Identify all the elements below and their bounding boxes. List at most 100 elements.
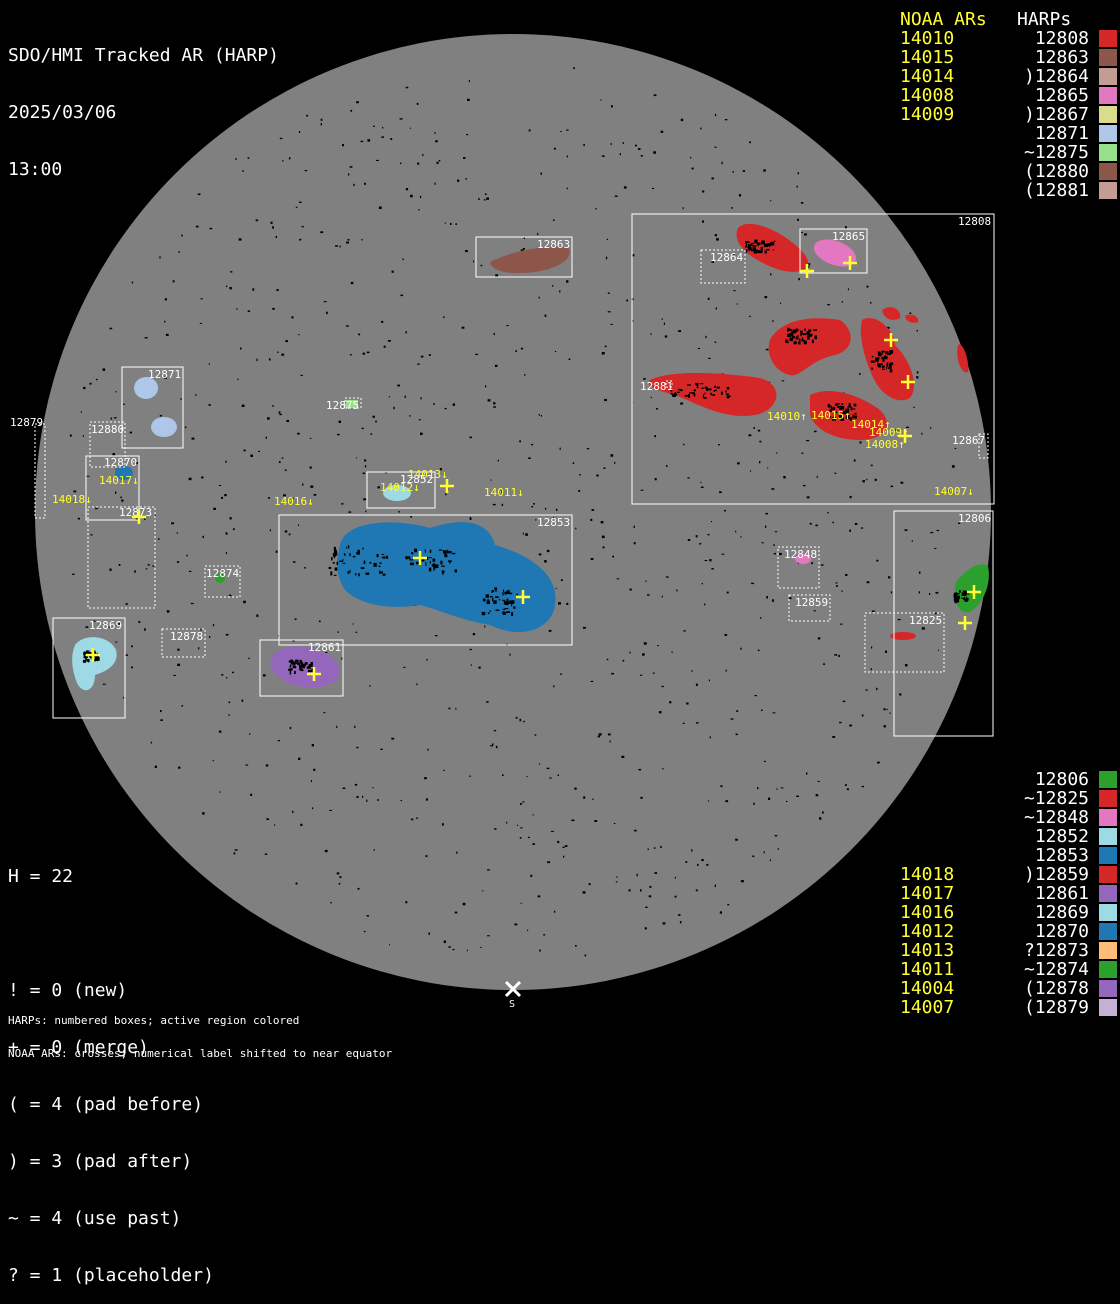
region-12853	[337, 522, 556, 633]
legend-noaa-number: 14004	[900, 978, 955, 999]
legend-color-swatch	[1099, 828, 1117, 845]
legend-harp-number: (12881	[1023, 180, 1089, 201]
harp-label: 12859	[795, 596, 828, 609]
harp-box-12853	[278, 514, 573, 646]
harp-box-12874	[204, 565, 241, 598]
harp-box-12825	[864, 612, 945, 673]
region-12871-a	[134, 377, 158, 399]
noaa-cross-icon	[843, 256, 857, 270]
harp-label: 12878	[170, 630, 203, 643]
legend-color-swatch	[1099, 125, 1117, 142]
noaa-label: 14011↓	[484, 486, 524, 499]
harp-box-12880	[89, 421, 126, 468]
legend-noaa-number: 14014	[900, 66, 955, 87]
noaa-label: 14014↑	[851, 418, 891, 431]
legend-harp-number: (12880	[1023, 161, 1089, 182]
harp-label: 12853	[537, 516, 570, 529]
legend-noaa-number: 14018	[900, 864, 955, 885]
noaa-label: 14015↑	[811, 409, 851, 422]
legend-harp-number: 12869	[1034, 902, 1089, 923]
legend-noaa-number: 14008	[900, 85, 955, 106]
legend-color-swatch	[1099, 809, 1117, 826]
legend-harp-number: 12871	[1034, 123, 1089, 144]
harp-label: 12870	[104, 456, 137, 469]
harp-box-12808	[631, 213, 995, 505]
legend-noaa-number: 14007	[900, 997, 955, 1018]
region-12825	[890, 632, 916, 640]
solar-disk	[35, 34, 991, 990]
legend-harp-number: 12870	[1034, 921, 1089, 942]
legend-harp-number: 12863	[1034, 47, 1089, 68]
legend-color-swatch	[1099, 885, 1117, 902]
legend-harp-number: ~12848	[1023, 807, 1089, 828]
legend-harp-number: 12865	[1034, 85, 1089, 106]
legend-noaa-number: 14010	[900, 28, 955, 49]
legend-harp-number: 12808	[1034, 28, 1089, 49]
noaa-label: 14012↓	[380, 481, 420, 494]
noaa-cross-icon	[516, 590, 530, 604]
harp-box-12859	[788, 594, 831, 622]
south-label: S	[509, 999, 515, 1010]
noaa-cross-icon	[958, 616, 972, 630]
region-12848	[795, 554, 811, 564]
harp-box-12869	[52, 617, 126, 719]
stat-new: ! = 0 (new)	[8, 980, 128, 1001]
harp-label: 12864	[710, 251, 743, 264]
legend-color-swatch	[1099, 923, 1117, 940]
noaa-labels: 14010↑ 14015↑ 14014↑ 14009↑ 14008↑ 14007…	[52, 409, 974, 508]
legend-harp-number: ~12825	[1023, 788, 1089, 809]
legend-harp-number: )12867	[1023, 104, 1089, 125]
plot-title-block: SDO/HMI Tracked AR (HARP) 2025/03/06 13:…	[8, 8, 279, 198]
harp-box-12879	[34, 423, 46, 519]
harp-box-12864	[700, 249, 746, 284]
legend-color-swatch	[1099, 942, 1117, 959]
noaa-label: 14017↓	[99, 474, 139, 487]
region-12806	[954, 564, 989, 613]
region-12871-b	[151, 417, 177, 437]
harp-label: 12806	[958, 512, 991, 525]
legend-harp-number: ~12875	[1023, 142, 1089, 163]
legend-color-swatch	[1099, 30, 1117, 47]
legend-harp-number: (12878	[1023, 978, 1089, 999]
stat-pad-after: ) = 3 (pad after)	[8, 1151, 193, 1172]
legend-color-swatch	[1099, 163, 1117, 180]
legend-noaa-number: 14016	[900, 902, 955, 923]
harp-box-12871	[121, 366, 184, 449]
noaa-legend-heading: NOAA ARs	[900, 9, 987, 30]
footer-line-2: NOAA ARs: crosses; numerical label shift…	[8, 1047, 393, 1060]
legend-harp-number: 12852	[1034, 826, 1089, 847]
harp-label: 12869	[89, 619, 122, 632]
noaa-cross-icon	[132, 510, 146, 524]
stat-h: H = 22	[8, 866, 74, 887]
harp-label: 12874	[206, 567, 239, 580]
legend-color-swatch	[1099, 904, 1117, 921]
noaa-label: 14018↓	[52, 493, 92, 506]
harp-box-12863	[475, 236, 573, 278]
legend-harp-number: ~12874	[1023, 959, 1089, 980]
harp-label: 12808	[958, 215, 991, 228]
legend-color-swatch	[1099, 144, 1117, 161]
noaa-cross-icon	[898, 429, 912, 443]
harp-label: 12825	[909, 614, 942, 627]
legend-color-swatch	[1099, 980, 1117, 997]
harp-box-12852	[366, 471, 436, 509]
harp-label: 12848	[784, 548, 817, 561]
harp-box-12870	[85, 455, 140, 521]
noaa-label: 14008↑	[865, 438, 905, 451]
noaa-label: 14013↓	[408, 468, 448, 481]
region-12852	[383, 485, 411, 501]
stat-use-past: ~ = 4 (use past)	[8, 1208, 182, 1229]
solar-disk-plot: 12808 12863 12864 12865 12881 12867 1287…	[10, 34, 995, 1010]
noaa-label: 14010↑	[767, 410, 807, 423]
region-12865	[813, 239, 857, 267]
harp-box-12878	[161, 628, 206, 658]
harp-label: 12880	[91, 423, 124, 436]
legend-color-swatch	[1099, 847, 1117, 864]
harp-label: 12867	[952, 434, 985, 447]
footer-notes: HARPs: numbered boxes; active region col…	[8, 993, 392, 1070]
plot-date: 2025/03/06	[8, 102, 117, 123]
harp-label: 12865	[832, 230, 865, 243]
stat-placeholder: ? = 1 (placeholder)	[8, 1265, 214, 1286]
harp-box-12875	[344, 397, 362, 409]
legend-harp-number: 12853	[1034, 845, 1089, 866]
